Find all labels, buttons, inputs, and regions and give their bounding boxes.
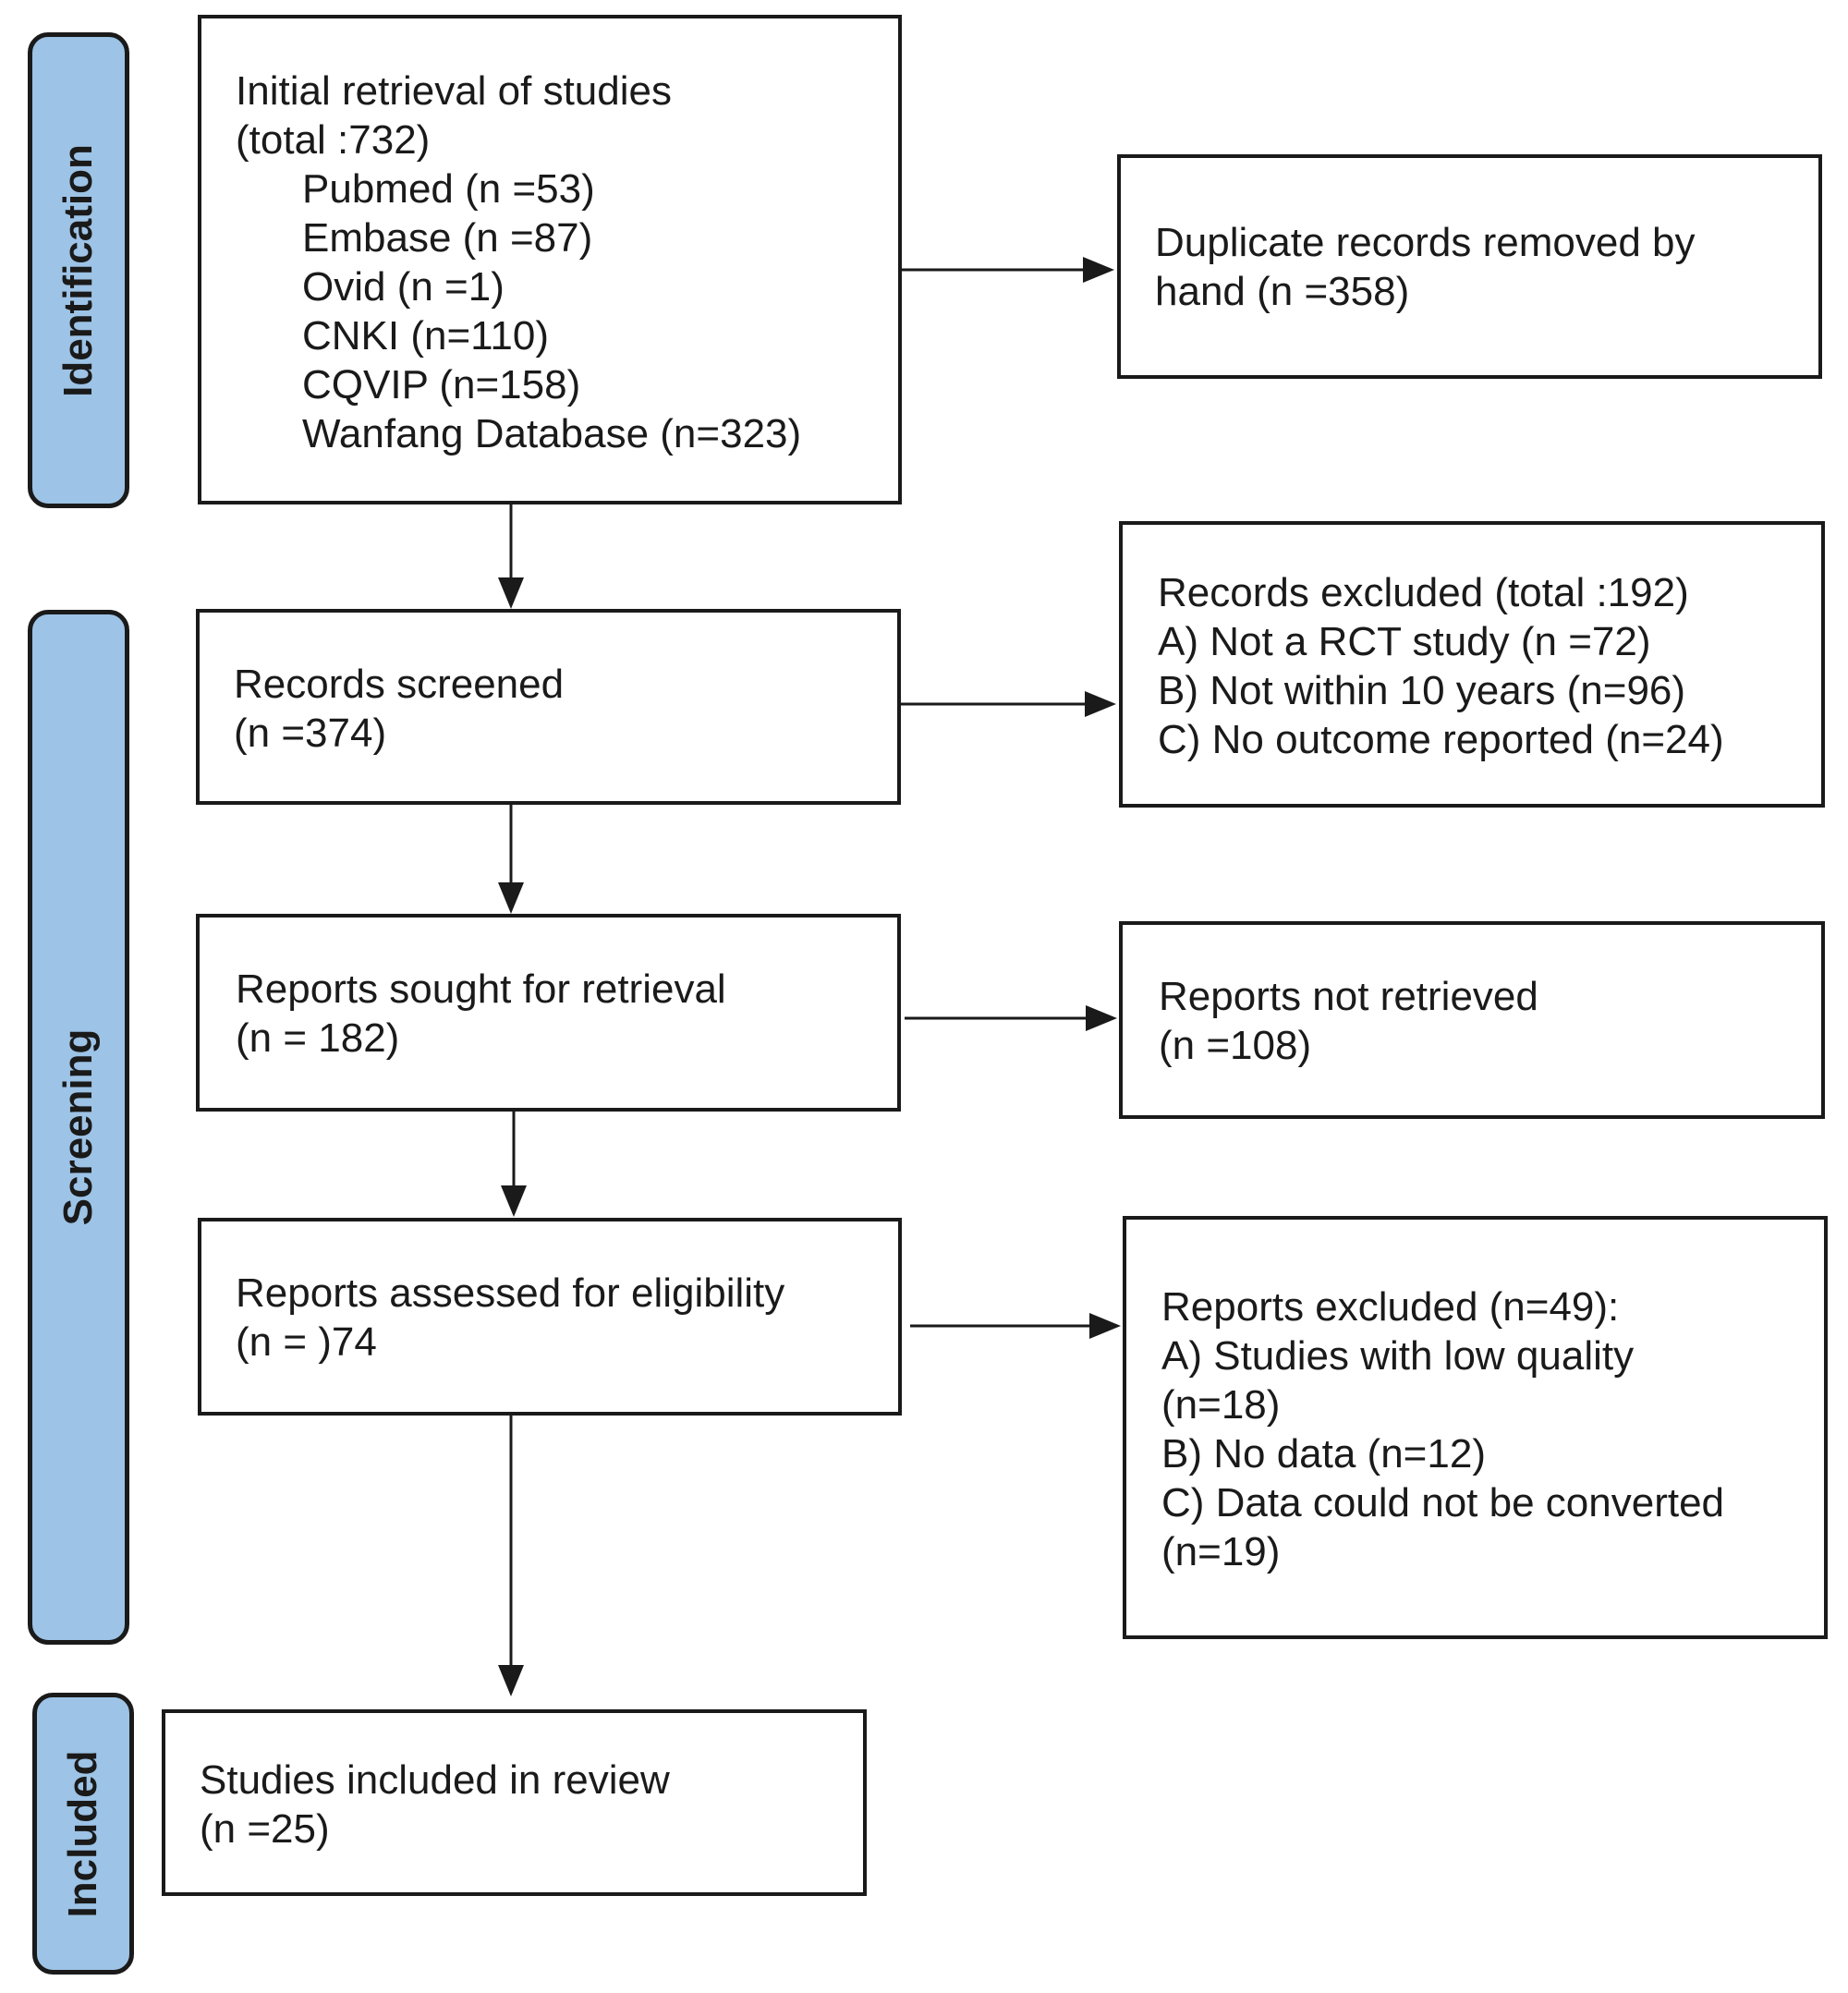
duplicates-box: [1117, 154, 1822, 379]
sought-line-1: Reports sought for retrieval: [236, 966, 726, 1012]
sought-line-2: (n = 182): [236, 1015, 400, 1061]
initial-retrieval-box: [198, 15, 902, 504]
not-retrieved-line-2: (n =108): [1159, 1023, 1312, 1068]
reports-excluded-line-5: C) Data could not be converted: [1161, 1480, 1725, 1525]
reports-not-retrieved-text: Reports not retrieved (n =108): [1159, 972, 1538, 1070]
screened-line-2: (n =374): [234, 711, 387, 756]
not-retrieved-line-1: Reports not retrieved: [1159, 974, 1538, 1019]
included-line-2: (n =25): [200, 1806, 330, 1852]
arrowhead-not-retrieved: [1086, 1005, 1117, 1031]
arrowhead-duplicates: [1083, 257, 1114, 283]
arrowhead-screened: [498, 577, 524, 609]
records-excluded-text: Records excluded (total :192) A) Not a R…: [1158, 568, 1724, 764]
assessed-line-1: Reports assessed for eligibility: [236, 1270, 785, 1316]
records-excluded-line-1: Records excluded (total :192): [1158, 570, 1689, 615]
source-embase: Embase (n =87): [302, 215, 593, 261]
phase-included: Included: [32, 1693, 134, 1975]
source-cqvip: CQVIP (n=158): [302, 362, 581, 407]
reports-assessed-text: Reports assessed for eligibility (n = )7…: [236, 1269, 784, 1367]
source-cnki: CNKI (n=110): [302, 313, 549, 358]
reports-excluded-line-1: Reports excluded (n=49):: [1161, 1284, 1620, 1330]
reports-sought-text: Reports sought for retrieval (n = 182): [236, 965, 726, 1063]
records-excluded-box: [1119, 521, 1825, 808]
source-ovid: Ovid (n =1): [302, 264, 505, 310]
phase-identification: Identification: [28, 32, 129, 508]
duplicates-line-1: Duplicate records removed by: [1155, 220, 1696, 265]
reports-excluded-line-6: (n=19): [1161, 1529, 1281, 1574]
source-wanfang: Wanfang Database (n=323): [302, 411, 802, 456]
initial-line-1: Initial retrieval of studies: [236, 68, 672, 114]
studies-included-text: Studies included in review (n =25): [200, 1756, 670, 1853]
phase-screening: Screening: [28, 610, 129, 1645]
duplicates-line-2: hand (n =358): [1155, 269, 1410, 314]
records-excluded-line-4: C) No outcome reported (n=24): [1158, 717, 1724, 762]
arrowhead-records-excluded: [1085, 691, 1116, 717]
reports-excluded-text: Reports excluded (n=49): A) Studies with…: [1161, 1282, 1724, 1576]
reports-sought-box: [196, 914, 901, 1112]
reports-excluded-line-4: B) No data (n=12): [1161, 1431, 1486, 1477]
reports-excluded-line-3: (n=18): [1161, 1382, 1281, 1428]
arrowhead-reports-excluded: [1089, 1313, 1121, 1339]
records-screened-box: [196, 609, 901, 805]
assessed-line-2: (n = )74: [236, 1319, 377, 1365]
initial-line-2: (total :732): [236, 117, 431, 163]
reports-not-retrieved-box: [1119, 921, 1825, 1119]
arrowhead-assessed: [501, 1185, 527, 1217]
source-pubmed: Pubmed (n =53): [302, 166, 595, 212]
arrowhead-included: [498, 1665, 524, 1696]
records-excluded-line-2: A) Not a RCT study (n =72): [1158, 619, 1651, 664]
duplicates-text: Duplicate records removed by hand (n =35…: [1155, 218, 1695, 316]
arrowhead-sought: [498, 882, 524, 914]
studies-included-box: [162, 1709, 867, 1896]
included-line-1: Studies included in review: [200, 1757, 670, 1803]
reports-assessed-box: [198, 1218, 902, 1416]
reports-excluded-line-2: A) Studies with low quality: [1161, 1333, 1635, 1379]
records-excluded-line-3: B) Not within 10 years (n=96): [1158, 668, 1686, 713]
initial-retrieval-text: Initial retrieval of studies (total :732…: [236, 67, 801, 458]
records-screened-text: Records screened (n =374): [234, 660, 564, 758]
reports-excluded-box: [1123, 1216, 1828, 1639]
screened-line-1: Records screened: [234, 662, 565, 707]
